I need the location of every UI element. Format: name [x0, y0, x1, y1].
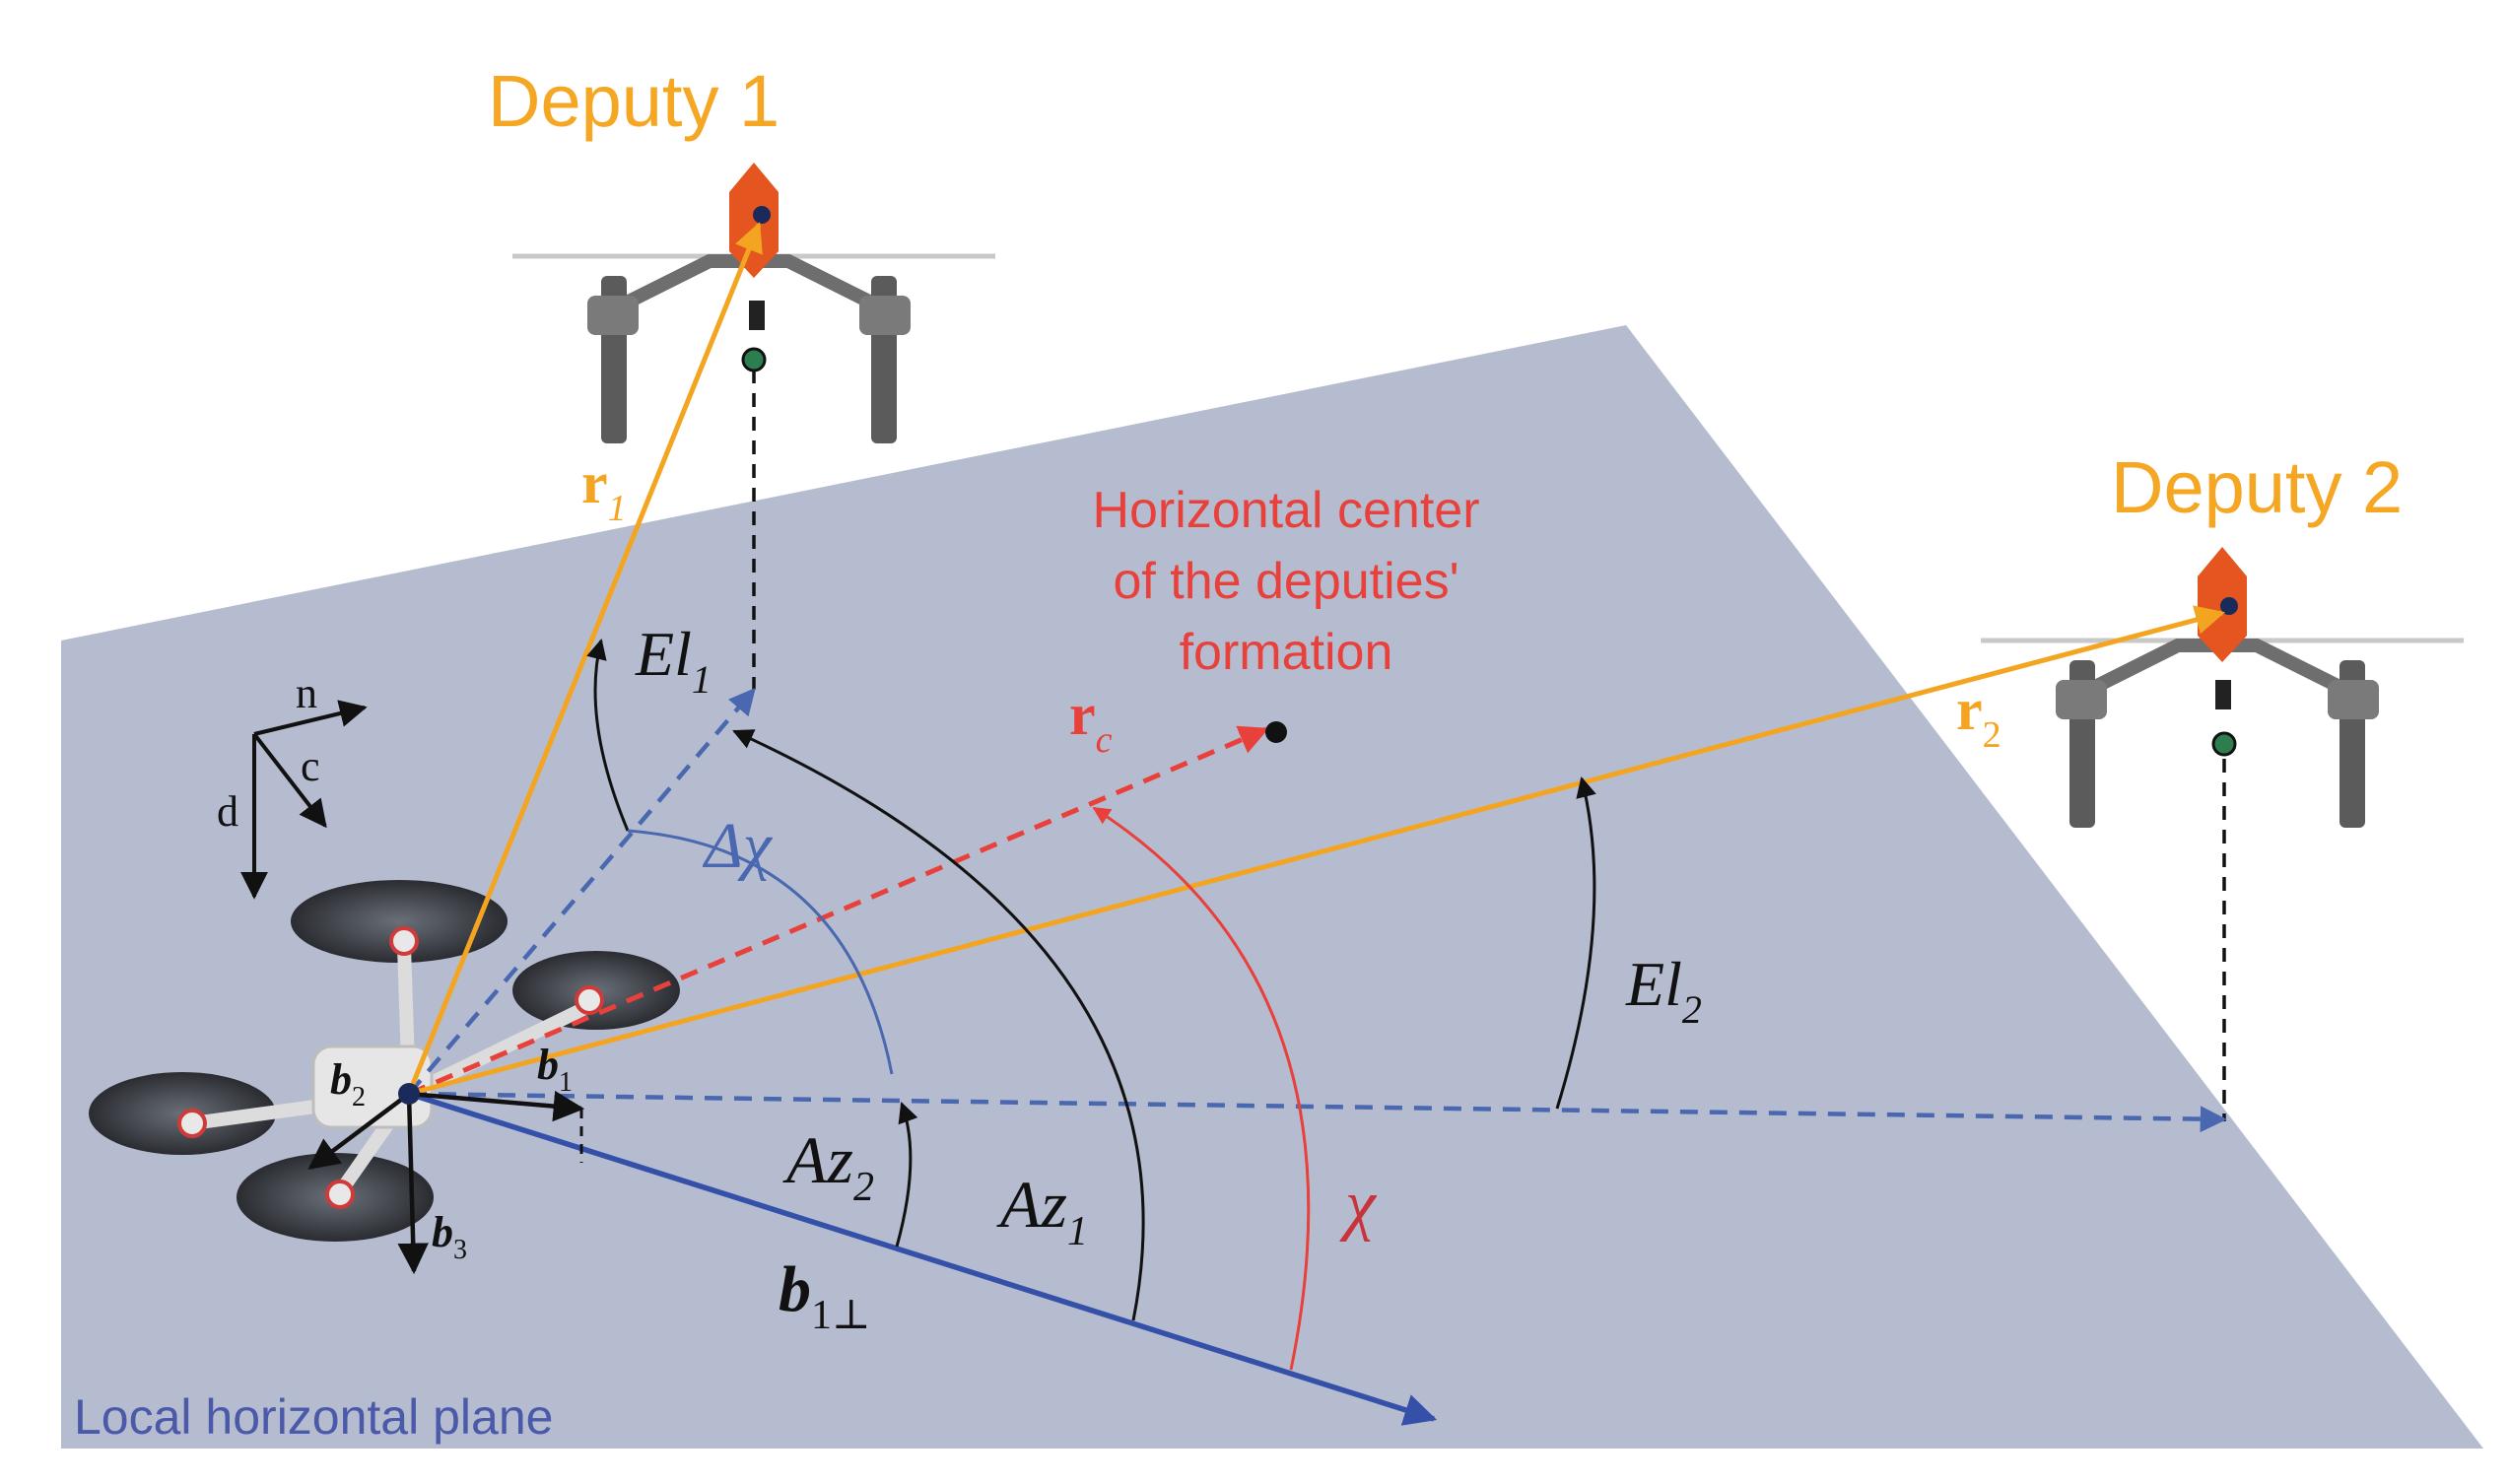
delta-chi-label: Δχ: [702, 810, 774, 882]
formation-center-point: [1265, 721, 1287, 743]
b3-label: b3: [432, 1208, 467, 1265]
b2-label: b2: [330, 1055, 366, 1113]
ned-c-label: c: [301, 742, 320, 790]
delta-chi-arc: [627, 829, 894, 1075]
local-horizontal-plane: [61, 325, 2483, 1449]
formation-center-label-line2: of the deputies': [1113, 553, 1458, 610]
b3-axis: [397, 1093, 429, 1275]
az1-arc: [732, 729, 1145, 1321]
b1-label: b1: [537, 1041, 573, 1098]
chief-origin-point: [398, 1083, 420, 1105]
b1-perp-label: b1⊥: [779, 1253, 871, 1338]
b2-axis: [307, 1092, 411, 1170]
el1-label: El1: [635, 619, 712, 702]
r1-vector: [406, 222, 763, 1095]
chi-arc: [1092, 806, 1311, 1371]
el2-label: El2: [1625, 949, 1702, 1032]
r2-horizontal-projection: [408, 1091, 2227, 1133]
r1-label: r1: [581, 450, 627, 529]
deputy-1-label: Deputy 1: [488, 60, 780, 142]
rc-vector: [408, 725, 1269, 1097]
deputy-2-label: Deputy 2: [2111, 446, 2403, 528]
deputy-2-drone: [1981, 547, 2464, 828]
az2-label: Az2: [782, 1122, 874, 1210]
b1-perp-vector: [408, 1091, 1438, 1426]
r2-label: r2: [1956, 677, 2001, 756]
chi-label: χ: [1339, 1167, 1378, 1243]
el2-arc: [1555, 776, 1596, 1110]
rc-label: rc: [1069, 682, 1113, 761]
ned-n-label: n: [296, 669, 317, 717]
el1-arc: [586, 638, 630, 832]
formation-center-label-line3: formation: [1180, 624, 1393, 681]
ned-d-label: d: [217, 787, 238, 836]
az1-label: Az1: [996, 1167, 1088, 1254]
plane-label: Local horizontal plane: [74, 1389, 553, 1445]
az2-arc: [895, 1102, 918, 1248]
formation-center-label-line1: Horizontal center: [1092, 482, 1479, 539]
r2-vector: [408, 605, 2225, 1097]
b1-axis: [408, 1090, 585, 1122]
ned-frame: [240, 700, 368, 900]
